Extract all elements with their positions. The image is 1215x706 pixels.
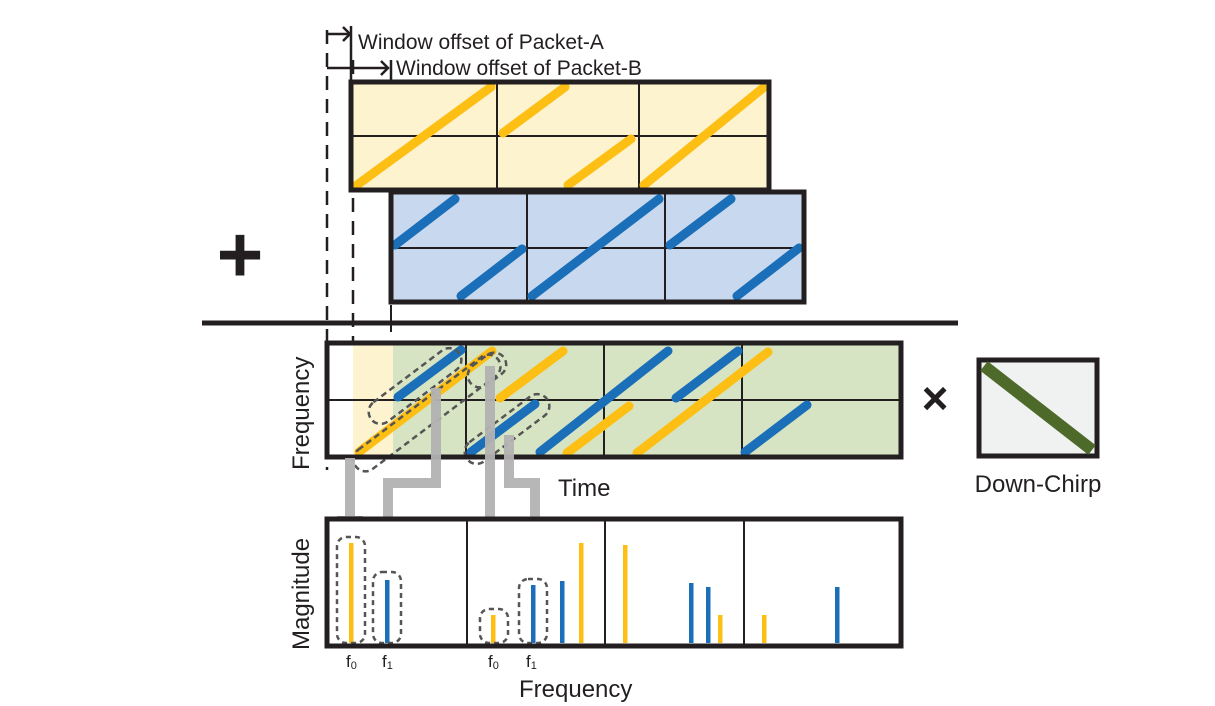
packet-b-chirp [390,194,460,250]
packet-a-chirp [352,82,496,190]
multiply-icon: × [922,372,949,424]
packet-a-spectrogram [348,79,772,193]
magnitude-axis-label: Magnitude [288,538,315,650]
highlight-f1-w1 [371,570,403,645]
f0-label-w1: f0 [346,652,357,672]
plus-icon: + [217,210,264,299]
spectrum-peak-packet-a [491,615,496,643]
offset-b-arrowhead-icon [380,60,390,76]
packet-b-spectrogram [388,189,807,305]
spectrum-peak-packet-b [531,585,536,643]
highlight-packet-b-segment-w1 [367,346,463,426]
combined-packet-a-chirp [632,347,773,458]
spectrum-peak-packet-a [623,545,628,643]
magnitude-spectrum [324,516,904,649]
highlight-packet-a-segment-w1 [352,353,502,473]
packet-b-chirp [665,194,736,250]
time-axis-label: Time [558,475,610,502]
spectrum-peak-packet-b [385,580,390,643]
spectrum-peak-packet-b [706,587,711,643]
combined-packet-b-chirp [671,346,743,403]
combined-packet-b-chirp [535,346,673,457]
bin-labels: f0 f1 f0 f1 [346,652,537,672]
highlight-packet-b-segment-w2 [463,392,551,466]
frequency-axis-label: Frequency [288,357,315,470]
combined-packet-a-chirp [354,346,497,457]
down-chirp-line [980,361,1096,455]
offset-b-label: Window offset of Packet-B [396,57,642,80]
spectrum-peak-packet-a [762,615,767,643]
combined-packet-b-chirp [740,400,812,457]
offset-a-label: Window offset of Packet-A [358,31,604,54]
frequency-bottom-axis-label: Frequency [519,676,632,703]
packet-a-chirp [563,134,636,190]
f1-label-w2: f1 [526,652,537,672]
highlight-f0-w2 [478,607,510,645]
spectrum-frame [324,516,904,649]
arrow-b-w2 [504,435,540,547]
spectrum-peak-packet-a [718,615,723,643]
spectrum-bg [327,519,901,646]
packet-b-chirp [527,194,664,301]
packet-b-chirp [732,243,804,301]
combined-packet-b-chirp [466,399,540,457]
spectrum-peak-packet-b [835,587,840,643]
packet-b-chirp [456,244,527,301]
combined-packet-a-chirp [562,401,634,458]
spectrum-peak-packet-a [579,543,584,643]
spectrum-peak-packet-b [560,581,565,643]
down-chirp: Down-Chirp [975,357,1102,498]
packet-b-frame [388,189,807,305]
arrow-b-w1 [383,388,441,530]
spectrum-peak-packet-a [349,543,354,643]
f1-label-w1: f1 [382,652,393,672]
highlight-f0-w1 [335,535,367,645]
spectrum-peaks [349,543,840,643]
packet-a-chirp [498,82,570,138]
packet-a-chirp [639,83,768,190]
spectrum-peak-packet-b [689,583,694,643]
highlight-f1-w2 [517,577,549,645]
f0-label-w2: f0 [488,652,499,672]
down-chirp-label: Down-Chirp [975,471,1102,498]
combined-packet-a-chirp [495,346,568,403]
combined-spectrogram [324,340,904,473]
combined-frame [324,340,904,460]
combined-packet-b-chirp [393,345,466,402]
